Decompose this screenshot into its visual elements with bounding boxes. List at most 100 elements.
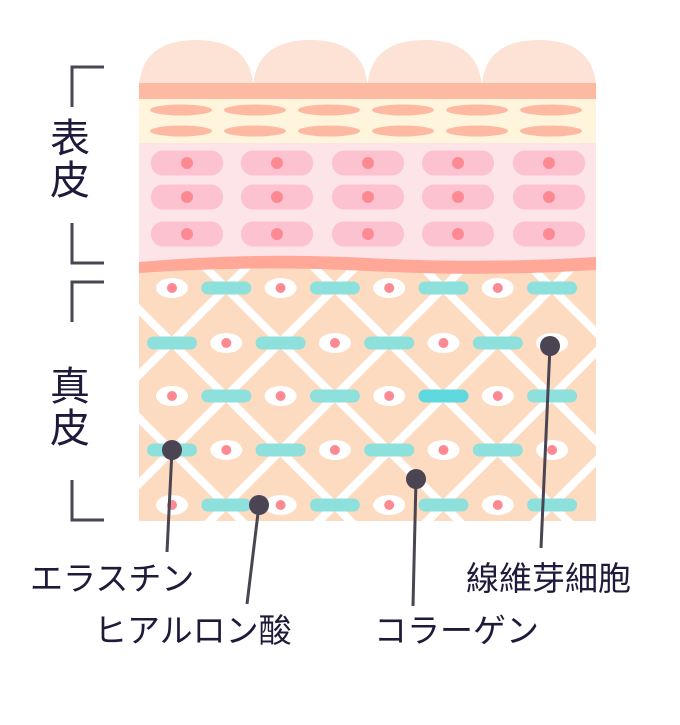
- collagen-pointer-line: [411, 478, 418, 607]
- cell-nucleus: [384, 391, 395, 401]
- collagen-label: コラーゲン: [374, 611, 539, 650]
- cell-nucleus: [329, 445, 340, 455]
- dermis-label: 真皮: [50, 364, 90, 452]
- granular-cell: [446, 125, 508, 137]
- cell-nucleus: [362, 191, 374, 203]
- cell-nucleus: [492, 500, 503, 510]
- granular-cell: [298, 104, 360, 116]
- cell-nucleus: [452, 191, 464, 203]
- elastin-fiber: [139, 262, 258, 381]
- epidermis-bracket: [70, 65, 104, 265]
- collagen-fiber: [418, 389, 469, 403]
- cell-nucleus: [181, 191, 193, 203]
- collagen-fiber: [418, 281, 469, 295]
- fibroblast-pointer-dot: [540, 336, 560, 356]
- skin-surface-bump: [253, 40, 368, 85]
- elastin-pointer-dot: [162, 440, 182, 460]
- cell-nucleus: [275, 391, 286, 401]
- hyaluronic-acid-pointer-line: [245, 504, 261, 605]
- cell-nucleus: [384, 283, 395, 293]
- granular-cell: [298, 125, 360, 137]
- cell-nucleus: [271, 228, 283, 240]
- elastin-fiber: [411, 262, 596, 447]
- elastin-fiber: [0, 40, 40, 560]
- cell-nucleus: [543, 191, 555, 203]
- collagen-fiber: [418, 498, 469, 512]
- cell-nucleus: [438, 338, 449, 348]
- cell-nucleus: [362, 157, 374, 169]
- elastin-label: エラスチン: [30, 559, 195, 598]
- collagen-fiber: [309, 281, 360, 295]
- elastin-pointer-line: [165, 449, 174, 553]
- cell-nucleus: [181, 228, 193, 240]
- elastin-fiber: [606, 300, 680, 560]
- cell-nucleus: [452, 228, 464, 240]
- collagen-fiber: [527, 389, 578, 403]
- collagen-fiber: [527, 498, 578, 512]
- cell-nucleus: [271, 157, 283, 169]
- granular-cell: [150, 125, 212, 137]
- cell-nucleus: [543, 228, 555, 240]
- elastin-fiber: [302, 262, 574, 521]
- collagen-fiber: [527, 281, 578, 295]
- collagen-fiber: [309, 498, 360, 512]
- collagen-fiber: [472, 443, 523, 457]
- collagen-fiber: [147, 336, 197, 350]
- elastin-fiber: [520, 262, 596, 338]
- cell-nucleus: [275, 500, 286, 510]
- elastin-fiber: [204, 262, 475, 521]
- cell-nucleus: [384, 500, 395, 510]
- cell-nucleus: [438, 445, 449, 455]
- cell-nucleus: [452, 157, 464, 169]
- fibroblast-pointer-line: [539, 345, 552, 549]
- skin-surface-bump: [481, 40, 596, 85]
- stratum-granulosum: [139, 99, 596, 143]
- granular-cell: [372, 104, 434, 116]
- collagen-fiber: [364, 443, 415, 457]
- skin-surface-bump: [139, 40, 254, 85]
- cell-nucleus: [329, 338, 340, 348]
- granular-cell: [520, 104, 582, 116]
- collagen-fiber: [309, 389, 360, 403]
- cell-nucleus: [543, 157, 555, 169]
- cell-nucleus: [362, 228, 374, 240]
- epidermis-label: 表皮: [50, 116, 90, 204]
- elastin-fiber: [139, 303, 357, 521]
- fibroblast-label: 線維芽細胞: [466, 559, 631, 598]
- elastin-fiber: [630, 40, 680, 560]
- skin-surface-bump: [367, 40, 482, 85]
- cell-nucleus: [167, 283, 177, 293]
- cell-nucleus: [181, 157, 193, 169]
- cell-nucleus: [221, 338, 232, 348]
- cell-nucleus: [547, 445, 558, 455]
- dermis-bracket: [70, 280, 104, 522]
- cell-nucleus: [492, 391, 503, 401]
- elastin-fiber: [313, 262, 584, 521]
- granular-cell: [150, 104, 212, 116]
- collagen-fiber: [364, 336, 415, 350]
- collagen-fiber: [201, 281, 252, 295]
- stratum-corneum: [139, 83, 596, 99]
- basement-membrane: [139, 255, 596, 274]
- cell-nucleus: [221, 445, 232, 455]
- elastin-fiber: [139, 412, 248, 521]
- collagen-fiber: [255, 336, 306, 350]
- cell-nucleus: [492, 283, 503, 293]
- hyaluronic-acid-label: ヒアルロン酸: [94, 611, 292, 650]
- hyaluronic-acid-pointer-dot: [249, 495, 269, 515]
- cell-nucleus: [167, 391, 177, 401]
- cell-nucleus: [275, 283, 286, 293]
- elastin-fiber: [139, 262, 367, 490]
- collagen-fiber: [201, 389, 252, 403]
- collagen-fiber: [472, 336, 523, 350]
- granular-cell: [520, 125, 582, 137]
- collagen-fiber: [201, 498, 252, 512]
- granular-cell: [224, 125, 286, 137]
- granular-cell: [446, 104, 508, 116]
- collagen-pointer-dot: [406, 469, 426, 489]
- elastin-fiber: [606, 40, 680, 560]
- granular-cell: [372, 125, 434, 137]
- elastin-fiber: [530, 455, 596, 521]
